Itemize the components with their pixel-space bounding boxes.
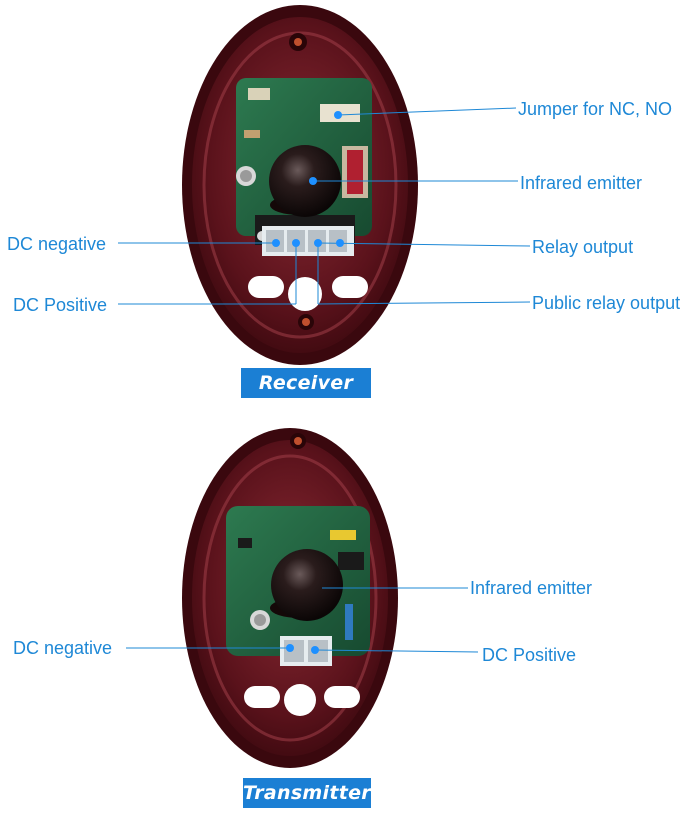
label-receiver-dc-negative: DC negative (7, 234, 107, 254)
label-public-relay-output: Public relay output (532, 293, 681, 313)
point-marker (314, 239, 322, 247)
receiver-infrared-dome (269, 145, 341, 217)
transmitter-device (126, 428, 479, 768)
receiver-device (118, 5, 531, 365)
point-marker (286, 644, 294, 652)
point-marker (311, 646, 319, 654)
receiver-title-banner: Receiver (241, 368, 371, 398)
label-receiver-dc-positive: DC Positive (13, 295, 108, 315)
point-marker (336, 239, 344, 247)
label-relay-output: Relay output (532, 237, 634, 257)
transmitter-leader-lines (126, 587, 479, 653)
receiver-connection-points (272, 111, 344, 247)
point-marker (272, 239, 280, 247)
transmitter-infrared-dome (271, 549, 343, 621)
receiver-leader-lines (118, 107, 531, 305)
label-transmitter-dc-negative: DC negative (13, 638, 113, 658)
transmitter-connection-points (286, 644, 319, 654)
label-transmitter-dc-positive: DC Positive (482, 645, 577, 665)
label-transmitter-infrared-emitter: Infrared emitter (470, 578, 593, 598)
transmitter-title-banner: Transmitter (243, 778, 371, 808)
point-marker (309, 177, 317, 185)
label-receiver-infrared-emitter: Infrared emitter (520, 173, 643, 193)
label-jumper-nc-no: Jumper for NC, NO (518, 99, 673, 119)
point-marker (334, 111, 342, 119)
point-marker (292, 239, 300, 247)
